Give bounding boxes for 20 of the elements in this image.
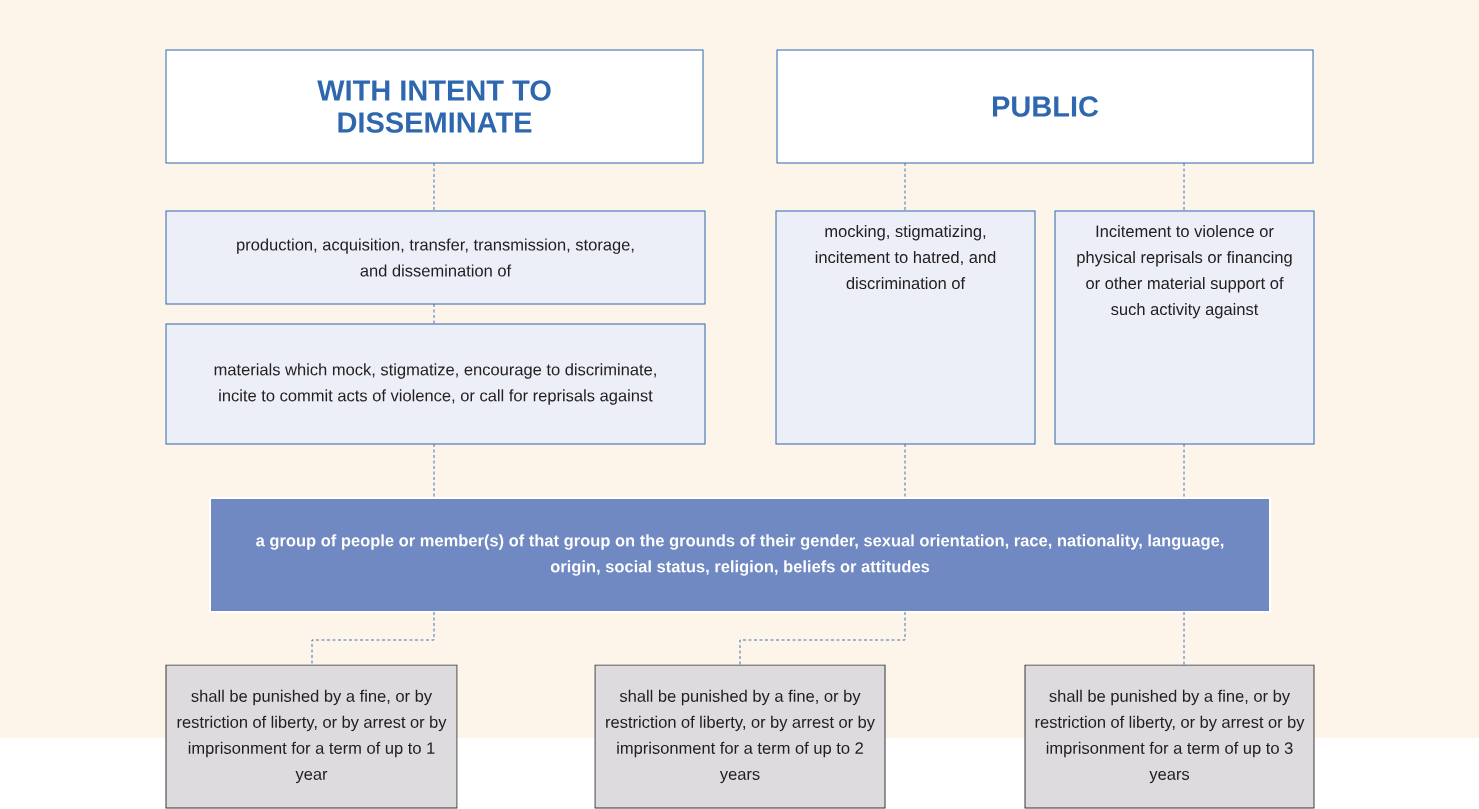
- connector: [1183, 443, 1185, 499]
- connector: [904, 443, 906, 499]
- penalty-box: shall be punished by a fine, or by restriction of liberty, or by arrest or by imprisonment for a term of up to 1 year: [165, 664, 458, 809]
- header-box: PUBLIC: [776, 49, 1314, 164]
- penalty-box: shall be punished by a fine, or by restriction of liberty, or by arrest or by imprisonment for a term of up to 2 years: [594, 664, 886, 809]
- process-box: production, acquisition, transfer, transmission, storage, and dissemination of: [165, 210, 706, 305]
- process-box: mocking, stigmatizing, incitement to hatred, and discrimination of: [775, 210, 1036, 445]
- connector: [433, 443, 435, 499]
- connector: [904, 162, 906, 212]
- group-box: a group of people or member(s) of that group on the grounds of their gender, sexual orientation, race, nationality, language, origin, social status, religion, beliefs or attitudes: [209, 497, 1271, 613]
- process-box: materials which mock, stigmatize, encourage to discriminate, incite to commit acts of violence, or call for reprisals against: [165, 323, 706, 445]
- connector: [739, 611, 906, 666]
- penalty-box: shall be punished by a fine, or by restriction of liberty, or by arrest or by imprisonment for a term of up to 3 years: [1024, 664, 1315, 809]
- connector: [433, 162, 435, 212]
- connector: [311, 611, 435, 666]
- connector: [1183, 611, 1185, 666]
- connector: [433, 303, 435, 325]
- connector: [1183, 162, 1185, 212]
- header-box: WITH INTENT TO DISSEMINATE: [165, 49, 704, 164]
- process-box: Incitement to violence or physical reprisals or financing or other material support of such activity against: [1054, 210, 1315, 445]
